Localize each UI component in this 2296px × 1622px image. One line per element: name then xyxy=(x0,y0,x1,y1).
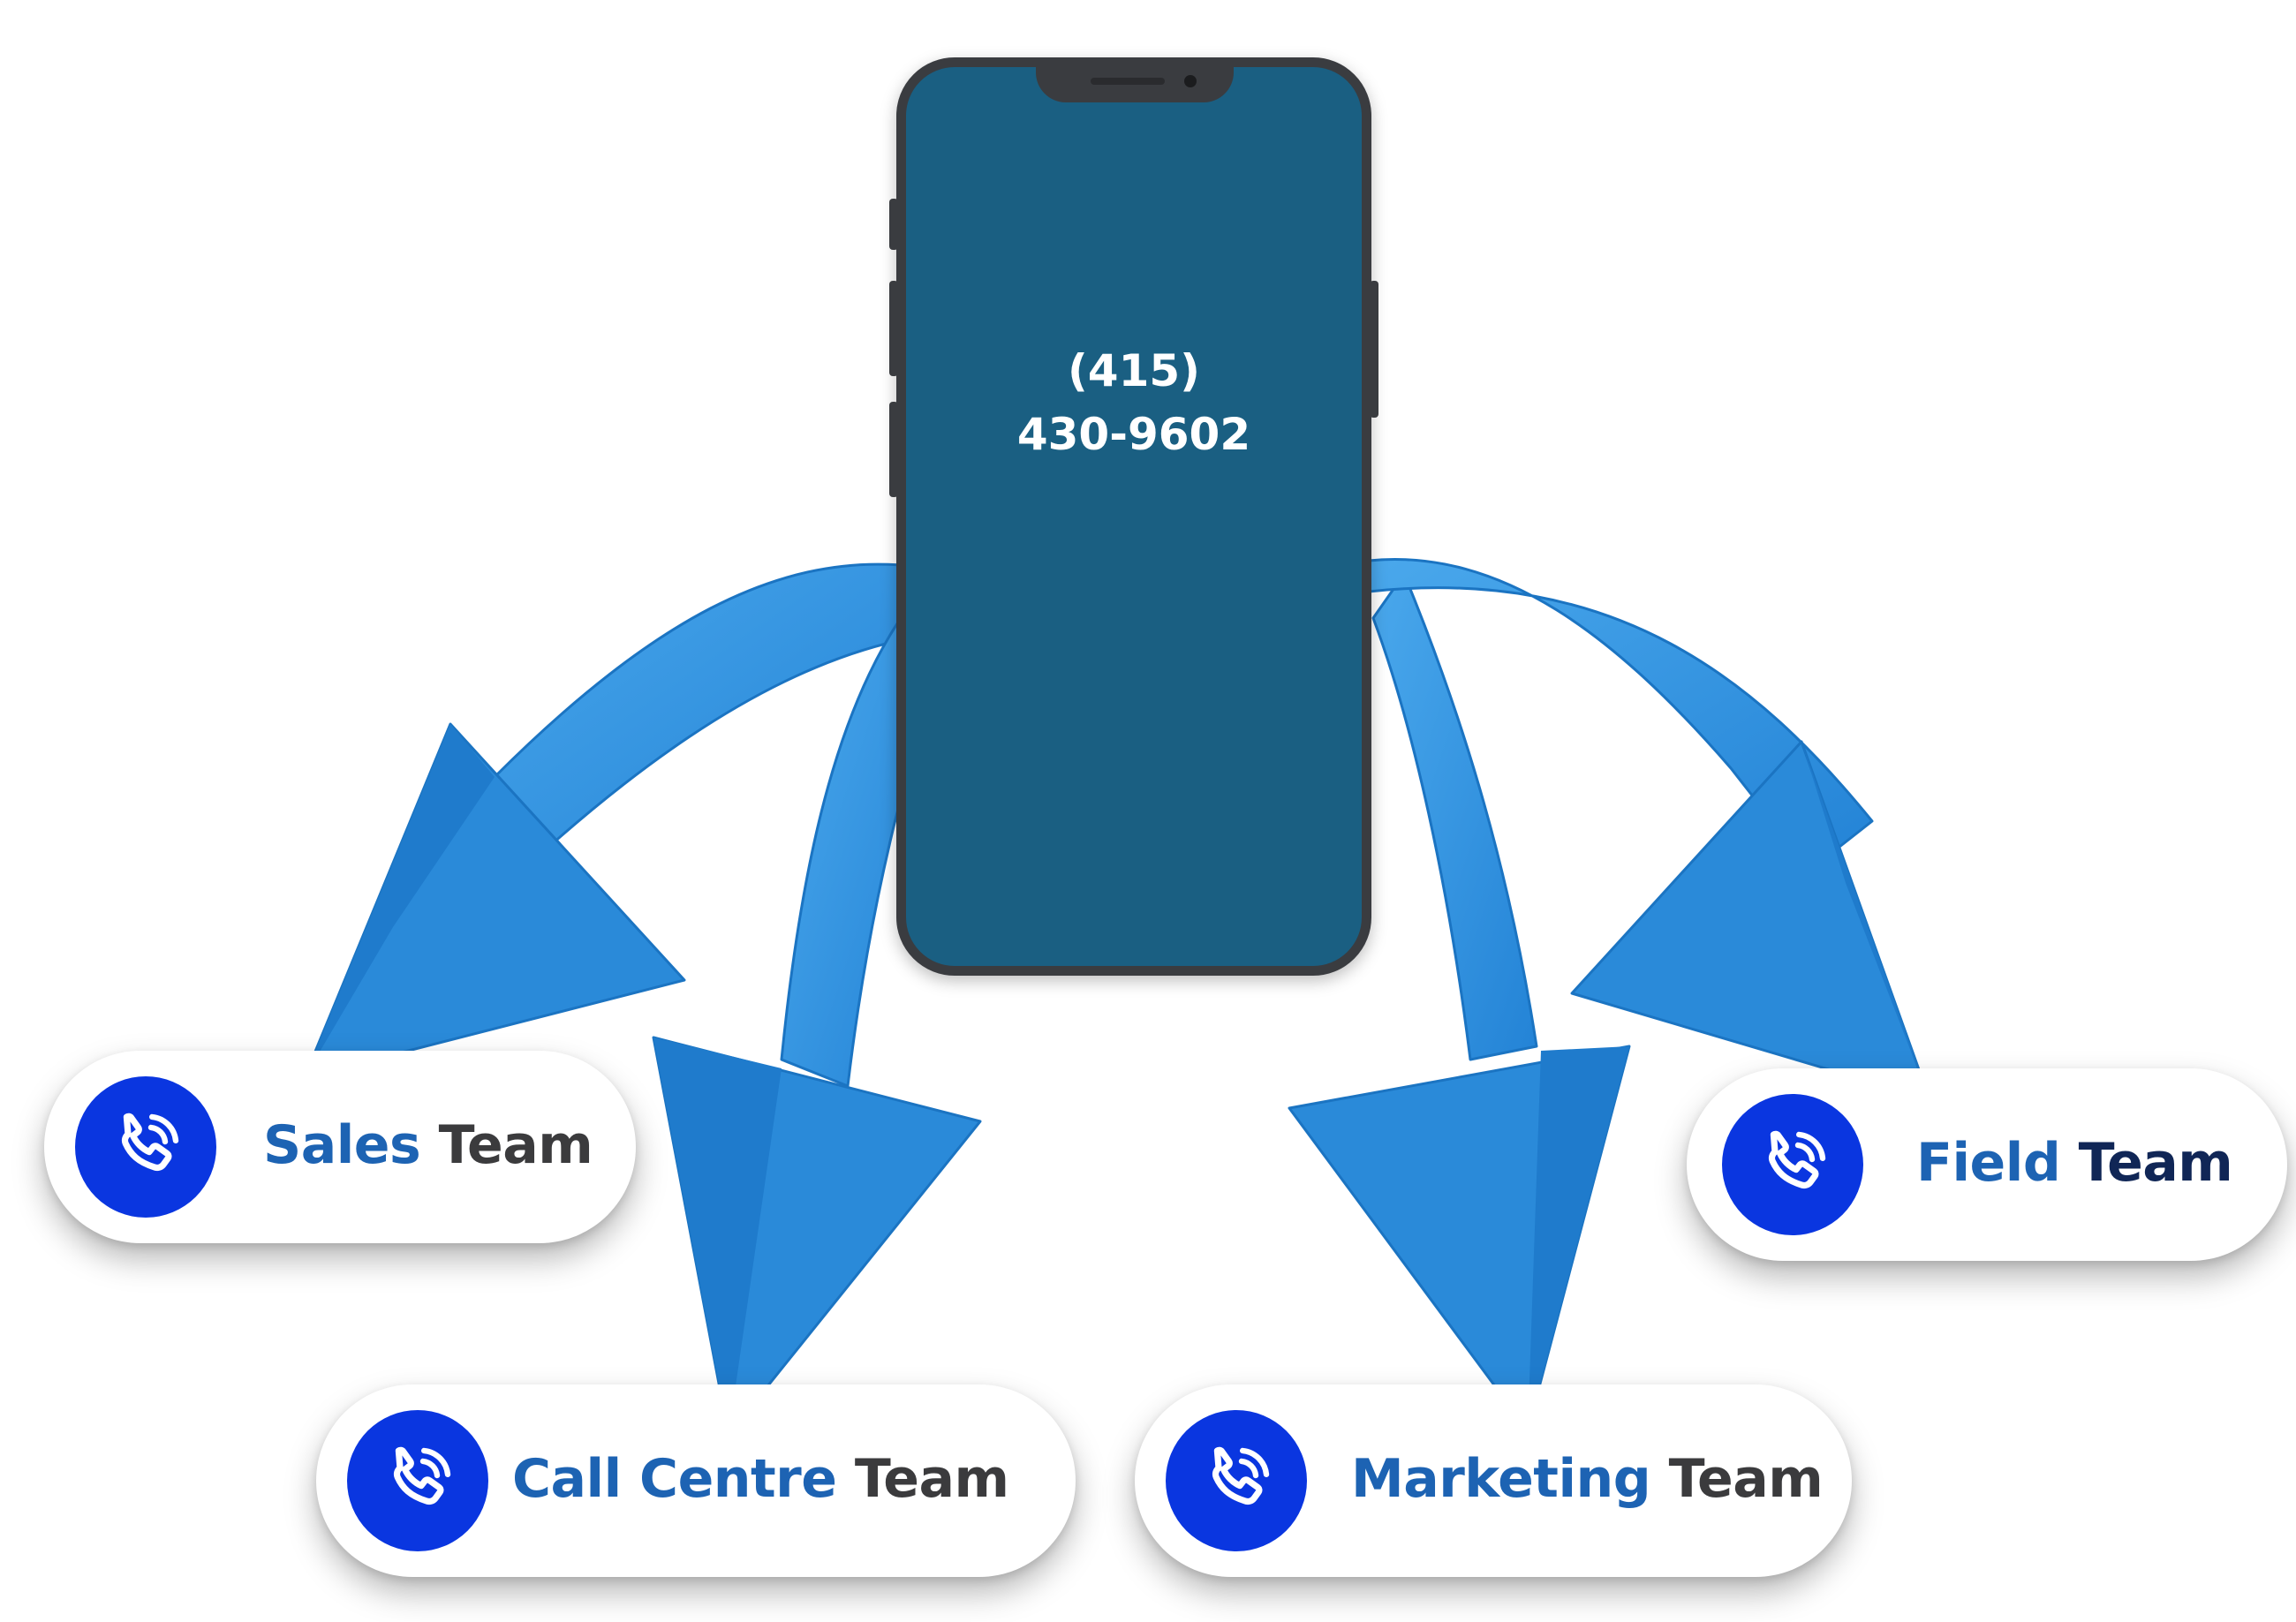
sales-team-label: Sales Team xyxy=(263,1114,593,1176)
speaker-grille xyxy=(1091,78,1165,85)
arrow-to-sales xyxy=(303,562,903,1079)
phone-call-icon xyxy=(1722,1094,1863,1235)
team-suffix: Team xyxy=(854,1448,1009,1510)
phone-side-button xyxy=(889,199,898,250)
team-name-highlight: Field xyxy=(1916,1132,2061,1194)
phone-call-icon xyxy=(1166,1410,1307,1551)
team-suffix: Team xyxy=(2078,1132,2233,1194)
phone-notch xyxy=(1036,65,1234,102)
phone-number-area-code: (415) xyxy=(1067,345,1201,396)
phone-number-main: 430-9602 xyxy=(1016,409,1251,460)
arrow-to-marketing xyxy=(1288,572,1631,1432)
front-camera xyxy=(1184,75,1197,87)
team-name-highlight: Marketing xyxy=(1351,1448,1651,1510)
phone-call-icon xyxy=(347,1410,488,1551)
team-name-highlight: Call Centre xyxy=(512,1448,837,1510)
phone-volume-down-button xyxy=(889,402,898,497)
phone-mockup: (415) 430-9602 xyxy=(896,57,1371,976)
field-team-card[interactable]: Field Team xyxy=(1687,1068,2287,1261)
phone-power-button xyxy=(1370,281,1378,418)
marketing-team-label: Marketing Team xyxy=(1351,1448,1824,1510)
phone-volume-up-button xyxy=(889,281,898,376)
field-team-label: Field Team xyxy=(1916,1132,2233,1194)
team-name-highlight: Sales xyxy=(263,1114,421,1176)
phone-number: (415) 430-9602 xyxy=(906,339,1362,466)
sales-team-card[interactable]: Sales Team xyxy=(44,1051,636,1243)
call-centre-team-label: Call Centre Team xyxy=(512,1448,1009,1510)
team-suffix: Team xyxy=(1668,1448,1824,1510)
arrow-to-field xyxy=(1367,558,1931,1101)
phone-call-icon xyxy=(75,1076,216,1218)
marketing-team-card[interactable]: Marketing Team xyxy=(1135,1384,1852,1577)
team-suffix: Team xyxy=(438,1114,593,1176)
call-centre-team-card[interactable]: Call Centre Team xyxy=(316,1384,1076,1577)
